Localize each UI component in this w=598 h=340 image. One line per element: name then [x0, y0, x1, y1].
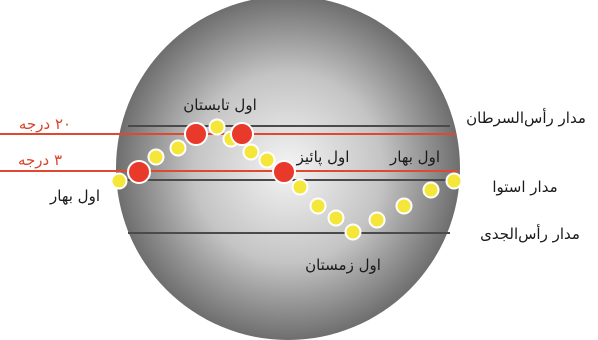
sun-path-dot — [260, 153, 275, 168]
sun-path-dot — [171, 141, 186, 156]
label-tropic-of-capricorn: مدار رأس‌الجدی — [480, 224, 580, 243]
label-spring-start-right: اول بهار — [389, 148, 440, 166]
sun-path-dot — [370, 213, 385, 228]
sun-path-dot — [244, 145, 259, 160]
label-twenty-degrees: ۲۰ درجه — [19, 115, 71, 133]
sun-path-dot — [210, 120, 225, 135]
sun-path-dot — [424, 183, 439, 198]
sun-path-dot — [311, 199, 326, 214]
sun-path-dot — [112, 174, 127, 189]
red-marker — [273, 161, 295, 183]
label-tropic-of-cancer: مدار رأس‌السرطان — [466, 108, 586, 127]
sun-path-dot — [293, 180, 308, 195]
red-marker — [128, 161, 150, 183]
red-marker — [231, 123, 253, 145]
sun-path-dot — [447, 174, 462, 189]
label-equator: مدار استوا — [492, 178, 557, 196]
label-autumn-start: اول پائیز — [296, 148, 350, 167]
red-marker — [185, 123, 207, 145]
label-winter-start: اول زمستان — [305, 256, 381, 274]
sun-path-dot — [397, 199, 412, 214]
sun-path-dot — [329, 211, 344, 226]
sun-path-dot — [346, 225, 361, 240]
label-three-degrees: ۳ درجه — [18, 151, 62, 169]
sun-path-dot — [149, 150, 164, 165]
label-summer-start: اول تابستان — [183, 96, 257, 114]
label-spring-start-left: اول بهار — [49, 187, 100, 205]
